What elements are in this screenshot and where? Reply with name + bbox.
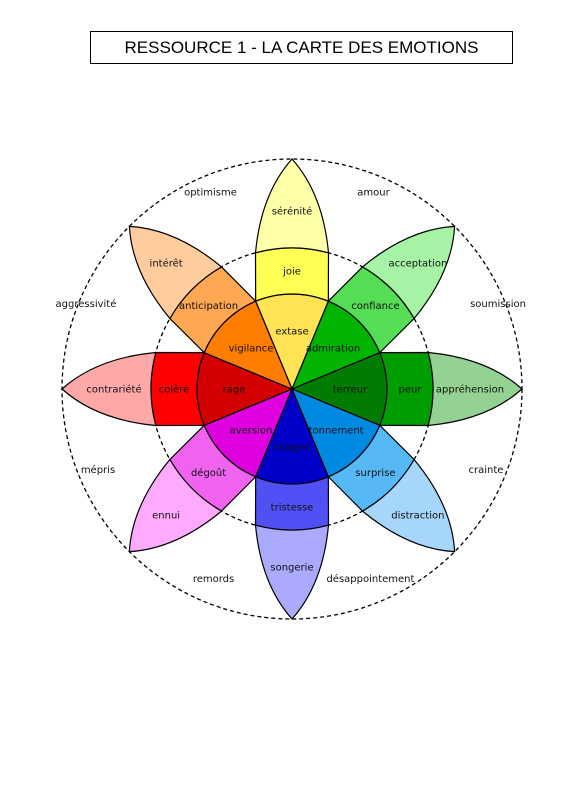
petal-outer-peur (427, 351, 523, 427)
emotion-label: acceptation (388, 259, 447, 270)
petal-surprise: étonnement surprise distraction (290, 387, 456, 553)
petal-outer-degout (128, 458, 223, 553)
emotion-label: contrariété (86, 384, 141, 396)
petal-degout: aversion dégoût ennui (128, 387, 294, 553)
petal-confiance: admiration confiance acceptation (290, 225, 456, 391)
emotion-label: admiration (306, 343, 360, 354)
emotion-label: sérénité (272, 206, 313, 218)
petal-anticipation: vigilance anticipation intérêt (128, 225, 294, 391)
petal-outer-joie (254, 158, 330, 254)
dyad-label: amour (357, 188, 390, 199)
dyad-label: aggressivité (56, 298, 117, 310)
petal-tristesse: chagrin tristesse songerie (254, 387, 330, 620)
petal-joie: extase joie sérénité (254, 158, 330, 391)
dyad-label: soumission (470, 299, 526, 310)
petal-outer-anticipation (128, 225, 223, 320)
emotion-label: songerie (270, 563, 313, 574)
emotion-label: chagrin (273, 443, 311, 454)
emotion-label: confiance (351, 301, 399, 312)
emotion-label: appréhension (436, 384, 504, 396)
emotion-label: colère (159, 384, 190, 396)
emotion-label: dégoût (191, 467, 226, 479)
emotion-label: étonnement (302, 425, 363, 437)
emotion-label: distraction (391, 510, 444, 521)
dyad-label: mépris (81, 464, 115, 476)
emotion-label: intérêt (150, 258, 183, 270)
petal-colere: rage colère contrariété (61, 351, 294, 427)
emotion-label: peur (399, 385, 423, 396)
dyad-label: crainte (469, 465, 504, 476)
petal-outer-surprise (361, 458, 456, 553)
emotion-label: terreur (333, 385, 368, 396)
dyad-label: optimisme (184, 188, 237, 199)
petal-peur: terreur peur appréhension (290, 351, 523, 427)
page-title: RESSOURCE 1 - LA CARTE DES EMOTIONS (90, 31, 513, 64)
petal-outer-tristesse (254, 524, 330, 620)
petal-outer-colere (61, 351, 157, 427)
emotion-label: ennui (152, 510, 180, 521)
emotion-label: joie (282, 267, 301, 278)
dyad-label: désappointement (326, 573, 414, 585)
emotion-label: extase (275, 327, 308, 338)
emotion-label: aversion (230, 426, 273, 437)
emotion-label: surprise (355, 468, 395, 479)
emotion-label: rage (223, 385, 246, 396)
dyad-label: remords (193, 574, 234, 585)
emotion-label: tristesse (271, 503, 314, 514)
emotion-label: anticipation (179, 301, 238, 312)
emotion-label: vigilance (229, 343, 274, 354)
petal-outer-confiance (361, 225, 456, 320)
